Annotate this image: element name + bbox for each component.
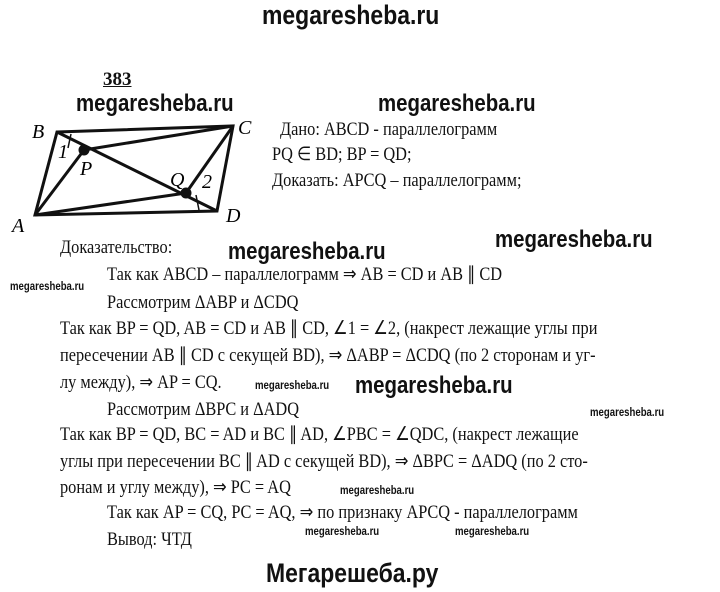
site-footer: Мегарешеба.ру [266,558,439,588]
watermark: megaresheba.ru [255,378,330,392]
watermark: megaresheba.ru [340,483,415,497]
watermark: megaresheba.ru [378,90,536,117]
watermark: megaresheba.ru [455,524,530,538]
proof-line: Рассмотрим ΔBPC и ΔADQ [107,399,300,420]
watermark: megaresheba.ru [590,405,665,419]
label-angle-2: 1 [58,141,68,163]
proof-line: Так как BP = QD, BC = AD и BC ∥ AD, ∠PBC… [60,424,579,445]
label-d: D [225,205,241,227]
site-header: megaresheba.ru [262,0,440,30]
problem-number: 383 [103,69,132,90]
point-p [78,144,90,156]
proof-heading: Доказательство: [60,237,173,258]
segment-aq [34,191,187,217]
point-q [180,187,192,199]
label-b: B [32,121,44,143]
proof-line: углы при пересечении BC ∥ AD с секущей B… [60,451,588,472]
watermark: megaresheba.ru [305,524,380,538]
parallelogram-figure: B C A D P Q 2 1 [10,117,252,237]
segment-pc [83,124,234,152]
watermark: megaresheba.ru [355,372,513,399]
label-a: A [10,215,25,237]
watermark: megaresheba.ru [228,238,386,265]
proof-line: Так как BP = QD, AB = CD и AB ∥ CD, ∠1 =… [60,318,598,339]
proof-line: Так как ABCD – параллелограмм ⇒ AB = CD … [107,264,503,285]
given-line: PQ ∈ BD; BP = QD; [272,144,412,165]
label-c: C [238,117,252,139]
proof-line: Рассмотрим ΔABP и ΔCDQ [107,292,299,313]
label-angle-1: 2 [202,171,212,193]
watermark: megaresheba.ru [495,226,653,253]
proof-line: пересечении AB ∥ CD с секущей BD), ⇒ ΔAB… [60,345,596,366]
watermark: megaresheba.ru [10,279,85,293]
watermark: megaresheba.ru [76,90,234,117]
segment-ap [33,149,86,216]
proof-line: лу между), ⇒ AP = CQ. [60,372,222,393]
prove-line: Доказать: APCQ – параллелограмм; [272,170,522,191]
segment-qc [184,125,235,194]
given-line: Дано: ABCD - параллелограмм [280,119,498,140]
proof-line: Так как AP = CQ, PC = AQ, ⇒ по признаку … [107,502,578,523]
conclusion-line: Вывод: ЧТД [107,529,192,550]
label-q: Q [170,169,185,191]
proof-line: ронам и углу между), ⇒ PC = AQ [60,477,291,498]
label-p: P [79,158,92,180]
